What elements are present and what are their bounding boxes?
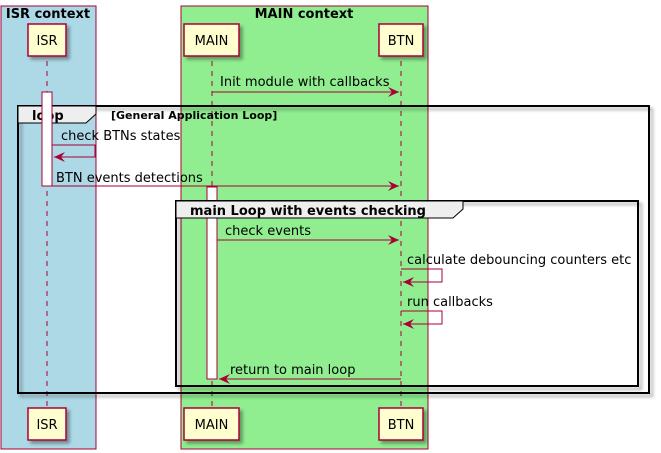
participant-btn-top: BTN: [378, 23, 424, 57]
participant-isr-bottom: ISR: [27, 407, 67, 441]
message-run-callbacks: run callbacks: [401, 295, 493, 329]
main-activation: [206, 186, 218, 380]
group-label-tab: [175, 200, 464, 219]
message-return-to-main-loop-label: return to main loop: [230, 363, 355, 378]
message-calculate-debouncing-label: calculate debouncing counters etc: [407, 253, 631, 268]
participant-btn-top-label: BTN: [388, 34, 415, 49]
message-calculate-debouncing: calculate debouncing counters etc: [401, 253, 631, 287]
main-context-title: MAIN context: [255, 7, 354, 22]
participant-isr-bottom-label: ISR: [36, 418, 57, 433]
isr-activation: [41, 91, 53, 187]
group-fragment: main Loop with events checking: [175, 200, 639, 387]
participant-main-bottom-label: MAIN: [195, 418, 229, 433]
message-btn-events-detections-label: BTN events detections: [56, 171, 203, 186]
message-check-btns-states-label: check BTNs states: [61, 129, 181, 144]
message-init-module-label: Init module with callbacks: [220, 75, 390, 90]
participant-isr-top: ISR: [27, 23, 67, 57]
isr-context-title: ISR context: [6, 7, 90, 22]
participant-main-top: MAIN: [183, 23, 240, 57]
loop-label-tab: [17, 105, 97, 124]
message-return-to-main-loop: return to main loop: [219, 363, 401, 384]
participant-main-bottom: MAIN: [183, 407, 240, 441]
message-check-events: check events: [217, 224, 399, 245]
participant-isr-top-label: ISR: [36, 34, 57, 49]
isr-context-box: ISR context: [0, 5, 97, 450]
message-btn-events-detections: BTN events detections: [52, 171, 399, 191]
loop-condition: [General Application Loop]: [111, 109, 277, 122]
participant-main-top-label: MAIN: [195, 34, 229, 49]
message-init-module: Init module with callbacks: [212, 75, 399, 97]
group-title: main Loop with events checking: [190, 204, 426, 219]
message-run-callbacks-label: run callbacks: [407, 295, 493, 310]
loop-fragment: loop [General Application Loop]: [17, 105, 650, 394]
participant-btn-bottom: BTN: [378, 407, 424, 441]
participant-btn-bottom-label: BTN: [388, 418, 415, 433]
message-check-btns-states: check BTNs states: [52, 129, 181, 162]
message-check-events-label: check events: [225, 224, 311, 239]
